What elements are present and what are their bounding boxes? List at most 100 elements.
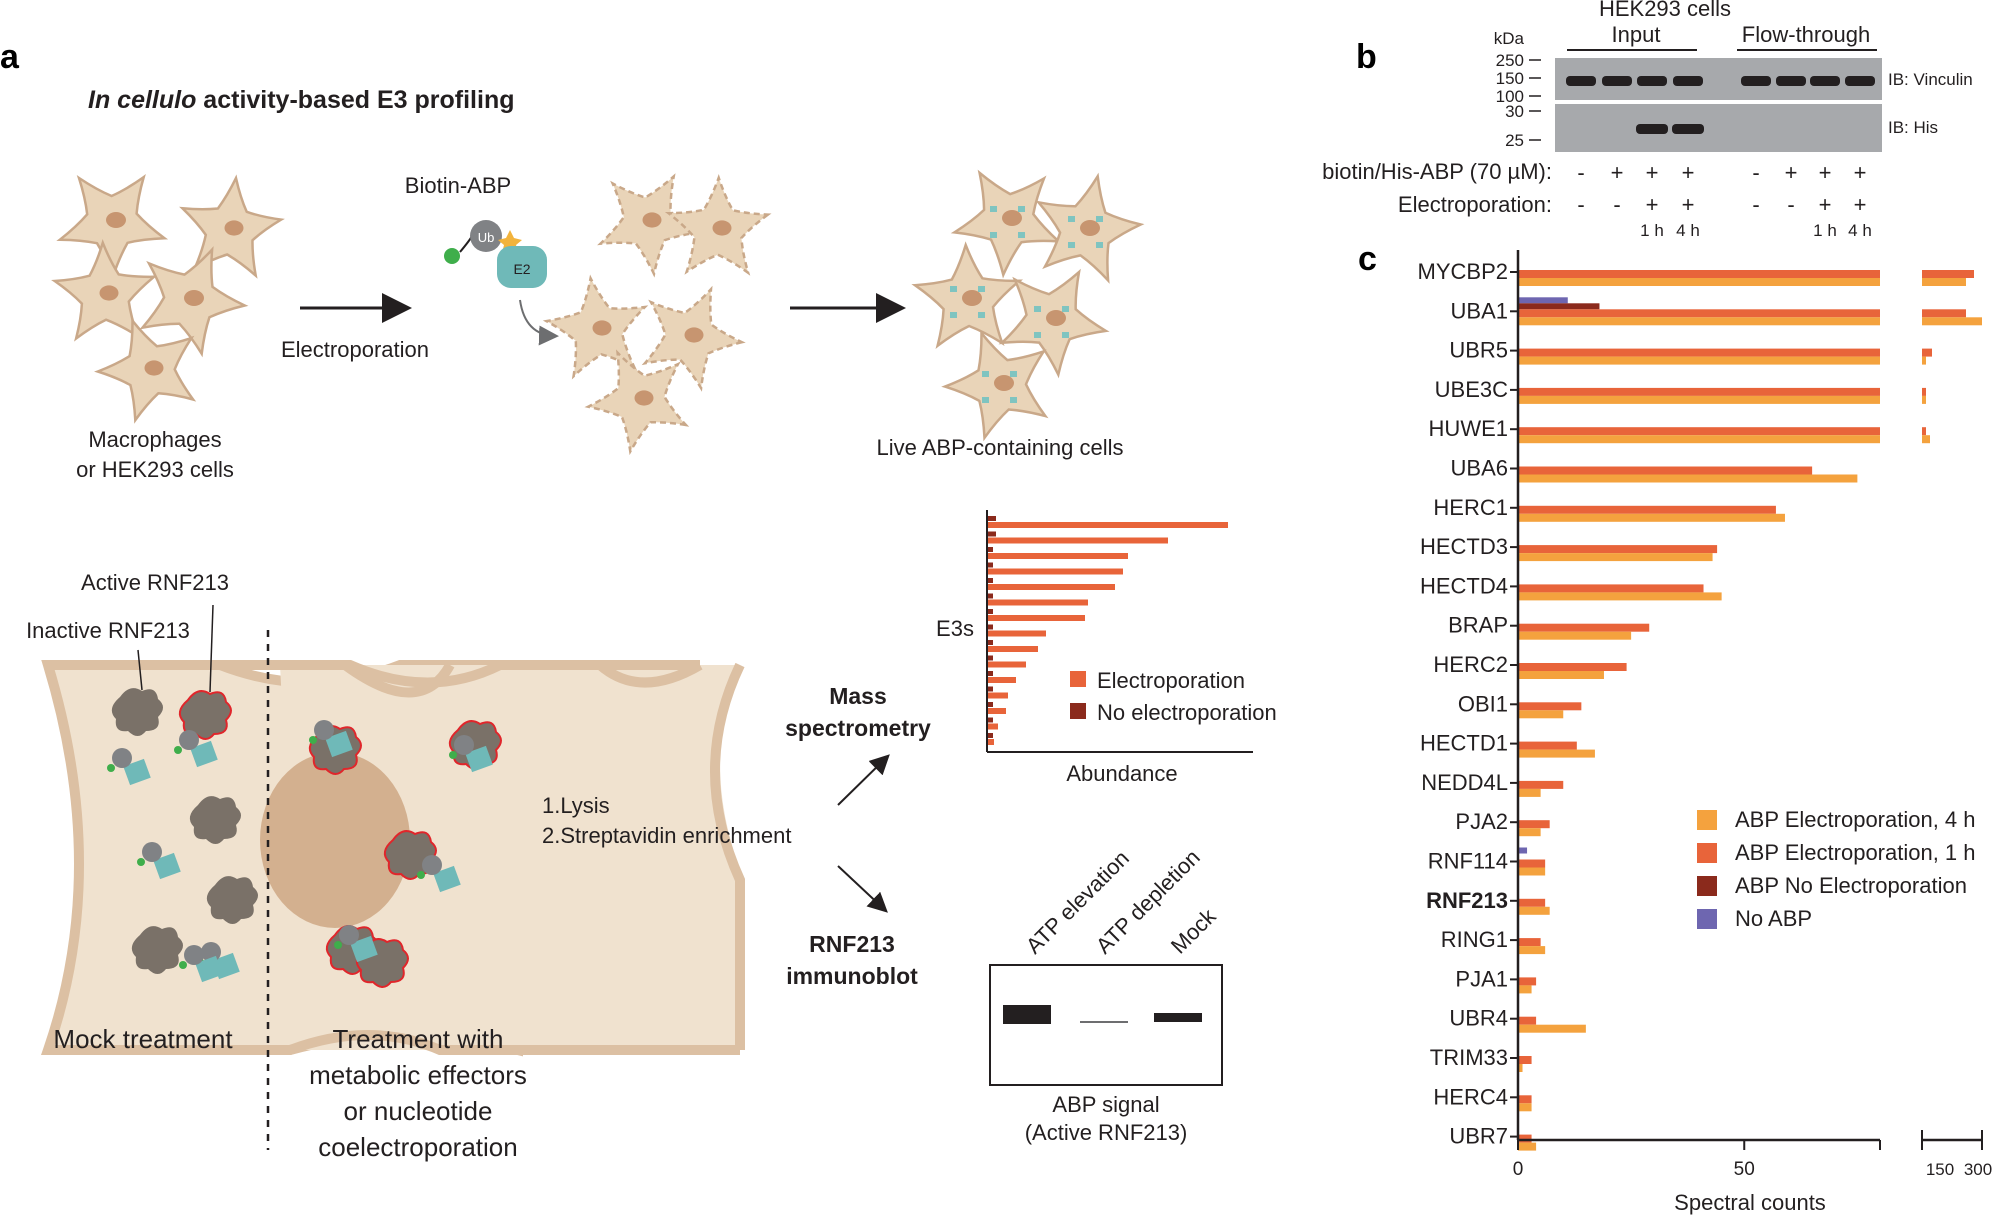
category-label: TRIM33 <box>1430 1045 1508 1070</box>
marker-label: 150 <box>1496 69 1524 88</box>
ub-shape <box>179 730 199 750</box>
spectral-counts-chart: MYCBP2UBA1UBR5UBE3CHUWE1UBA6HERC1HECTD3H… <box>1418 250 1992 1215</box>
marker-label: 30 <box>1505 102 1524 121</box>
cell-nucleus <box>224 220 244 236</box>
mini-bar-noelectro <box>988 609 993 614</box>
ub-shape <box>142 842 162 862</box>
bar-abp-electroporation-4-h <box>1518 278 1880 286</box>
band-mock <box>1154 1013 1202 1022</box>
mini-bar-noelectro <box>988 624 993 630</box>
his-band <box>1636 124 1668 134</box>
ms-label-2: spectrometry <box>785 715 931 741</box>
bar-abp-electroporation-1-h <box>1518 663 1627 671</box>
bar-break-segment <box>1922 427 1926 436</box>
ub-shape <box>112 748 132 768</box>
active-rnf213 <box>178 690 232 740</box>
electro-cond-0: - <box>1577 192 1584 217</box>
legend-label: ABP No Electroporation <box>1735 873 1967 898</box>
mini-bar-electro <box>988 537 1168 544</box>
time-cond-7: 4 h <box>1848 221 1872 240</box>
mini-bar-noelectro <box>988 671 993 676</box>
vinculin-band <box>1776 76 1806 86</box>
bar-abp-electroporation-1-h <box>1518 427 1880 436</box>
abp-dot <box>1068 216 1075 222</box>
mini-bar-electro <box>988 630 1046 637</box>
treatment-label-3: or nucleotide <box>344 1096 493 1126</box>
lane-mock: Mock <box>1166 903 1222 959</box>
bar-abp-electroporation-4-h <box>1518 671 1604 679</box>
e3s-label: E3s <box>936 616 974 641</box>
bar-break-segment <box>1922 278 1966 286</box>
cell-nucleus <box>634 390 654 406</box>
mini-bar-noelectro <box>988 578 993 583</box>
abp-cond-0: - <box>1577 160 1584 185</box>
cell-nucleus <box>106 212 126 228</box>
mini-bar-electro <box>988 599 1088 606</box>
category-label: RING1 <box>1441 927 1508 952</box>
bar-no-abp <box>1518 847 1528 854</box>
mini-bar-noelectro <box>988 562 993 568</box>
legend-noelectro-label: No electroporation <box>1097 700 1277 725</box>
biotin-abp-label: Biotin-ABP <box>405 173 511 198</box>
bar-abp-electroporation-4-h <box>1518 317 1880 326</box>
abp-cond-3: + <box>1682 160 1695 185</box>
bar-abp-electroporation-1-h <box>1518 780 1564 789</box>
live-abp-cells <box>911 169 1145 442</box>
x-tick-label: 50 <box>1734 1159 1755 1180</box>
bar-abp-electroporation-1-h <box>1518 387 1880 396</box>
category-label: RNF114 <box>1428 849 1508 874</box>
blot-his <box>1555 104 1882 152</box>
mini-bar-electro <box>988 522 1228 528</box>
category-label: UBR7 <box>1449 1124 1508 1149</box>
category-label: UBR4 <box>1449 1006 1508 1031</box>
x-axis-label: Spectral counts <box>1674 1190 1826 1215</box>
panel-b-letter: b <box>1356 38 1377 76</box>
bar-abp-electroporation-1-h <box>1518 270 1880 278</box>
active-rnf213-label: Active RNF213 <box>81 570 229 595</box>
live-cells-label: Live ABP-containing cells <box>876 435 1123 460</box>
blot-header: HEK293 cells <box>1599 0 1731 21</box>
bar-break-segment <box>1922 395 1926 404</box>
electro-cond-3: + <box>1682 192 1695 217</box>
e2-shape <box>433 865 461 893</box>
input-label: Input <box>1612 22 1661 47</box>
bar-abp-electroporation-1-h <box>1518 859 1546 868</box>
category-label: OBI1 <box>1458 691 1508 716</box>
ub-shape <box>314 720 334 740</box>
electro-cond-7: + <box>1854 192 1867 217</box>
e2-shape <box>350 935 378 963</box>
cells-label-1: Macrophages <box>88 427 221 452</box>
vinculin-band <box>1845 76 1875 86</box>
legend-swatch <box>1697 843 1717 863</box>
rnf213-molecules <box>107 688 502 988</box>
bar-abp-electroporation-1-h <box>1518 466 1813 475</box>
enrichment-label: 2.Streptavidin enrichment <box>542 823 791 848</box>
bar-abp-electroporation-4-h <box>1518 631 1632 640</box>
abp-cond-6: + <box>1819 160 1832 185</box>
category-label: UBE3C <box>1435 377 1508 402</box>
vinculin-band <box>1673 76 1703 86</box>
biotin-shape <box>137 858 145 866</box>
blot-condition-rows: --+-++1 h++4 h--+-++1 h++4 h <box>1577 160 1871 240</box>
abp-dot <box>982 397 989 403</box>
category-label: UBA1 <box>1451 298 1508 323</box>
bar-abp-electroporation-1-h <box>1518 1056 1532 1064</box>
time-cond-2: 1 h <box>1640 221 1664 240</box>
biotin-shape <box>309 736 317 744</box>
abp-dot <box>1068 242 1075 248</box>
bar-abp-electroporation-1-h <box>1518 505 1776 514</box>
category-label: HERC4 <box>1433 1084 1508 1109</box>
ms-label-1: Mass <box>829 683 887 709</box>
biotin-shape <box>174 746 182 754</box>
inactive-rnf213 <box>206 876 258 924</box>
legend-label: ABP Electroporation, 4 h <box>1735 807 1976 832</box>
abp-dot <box>990 232 997 238</box>
cell-nucleus <box>1080 220 1100 236</box>
mini-immunoblot: ATP elevation ATP depletion Mock ABP sig… <box>989 845 1223 1145</box>
category-label: NEDD4L <box>1421 770 1508 795</box>
treatment-label-2: metabolic effectors <box>309 1060 527 1090</box>
bar-break-segment <box>1922 387 1926 396</box>
mini-bar-electro <box>988 568 1123 575</box>
